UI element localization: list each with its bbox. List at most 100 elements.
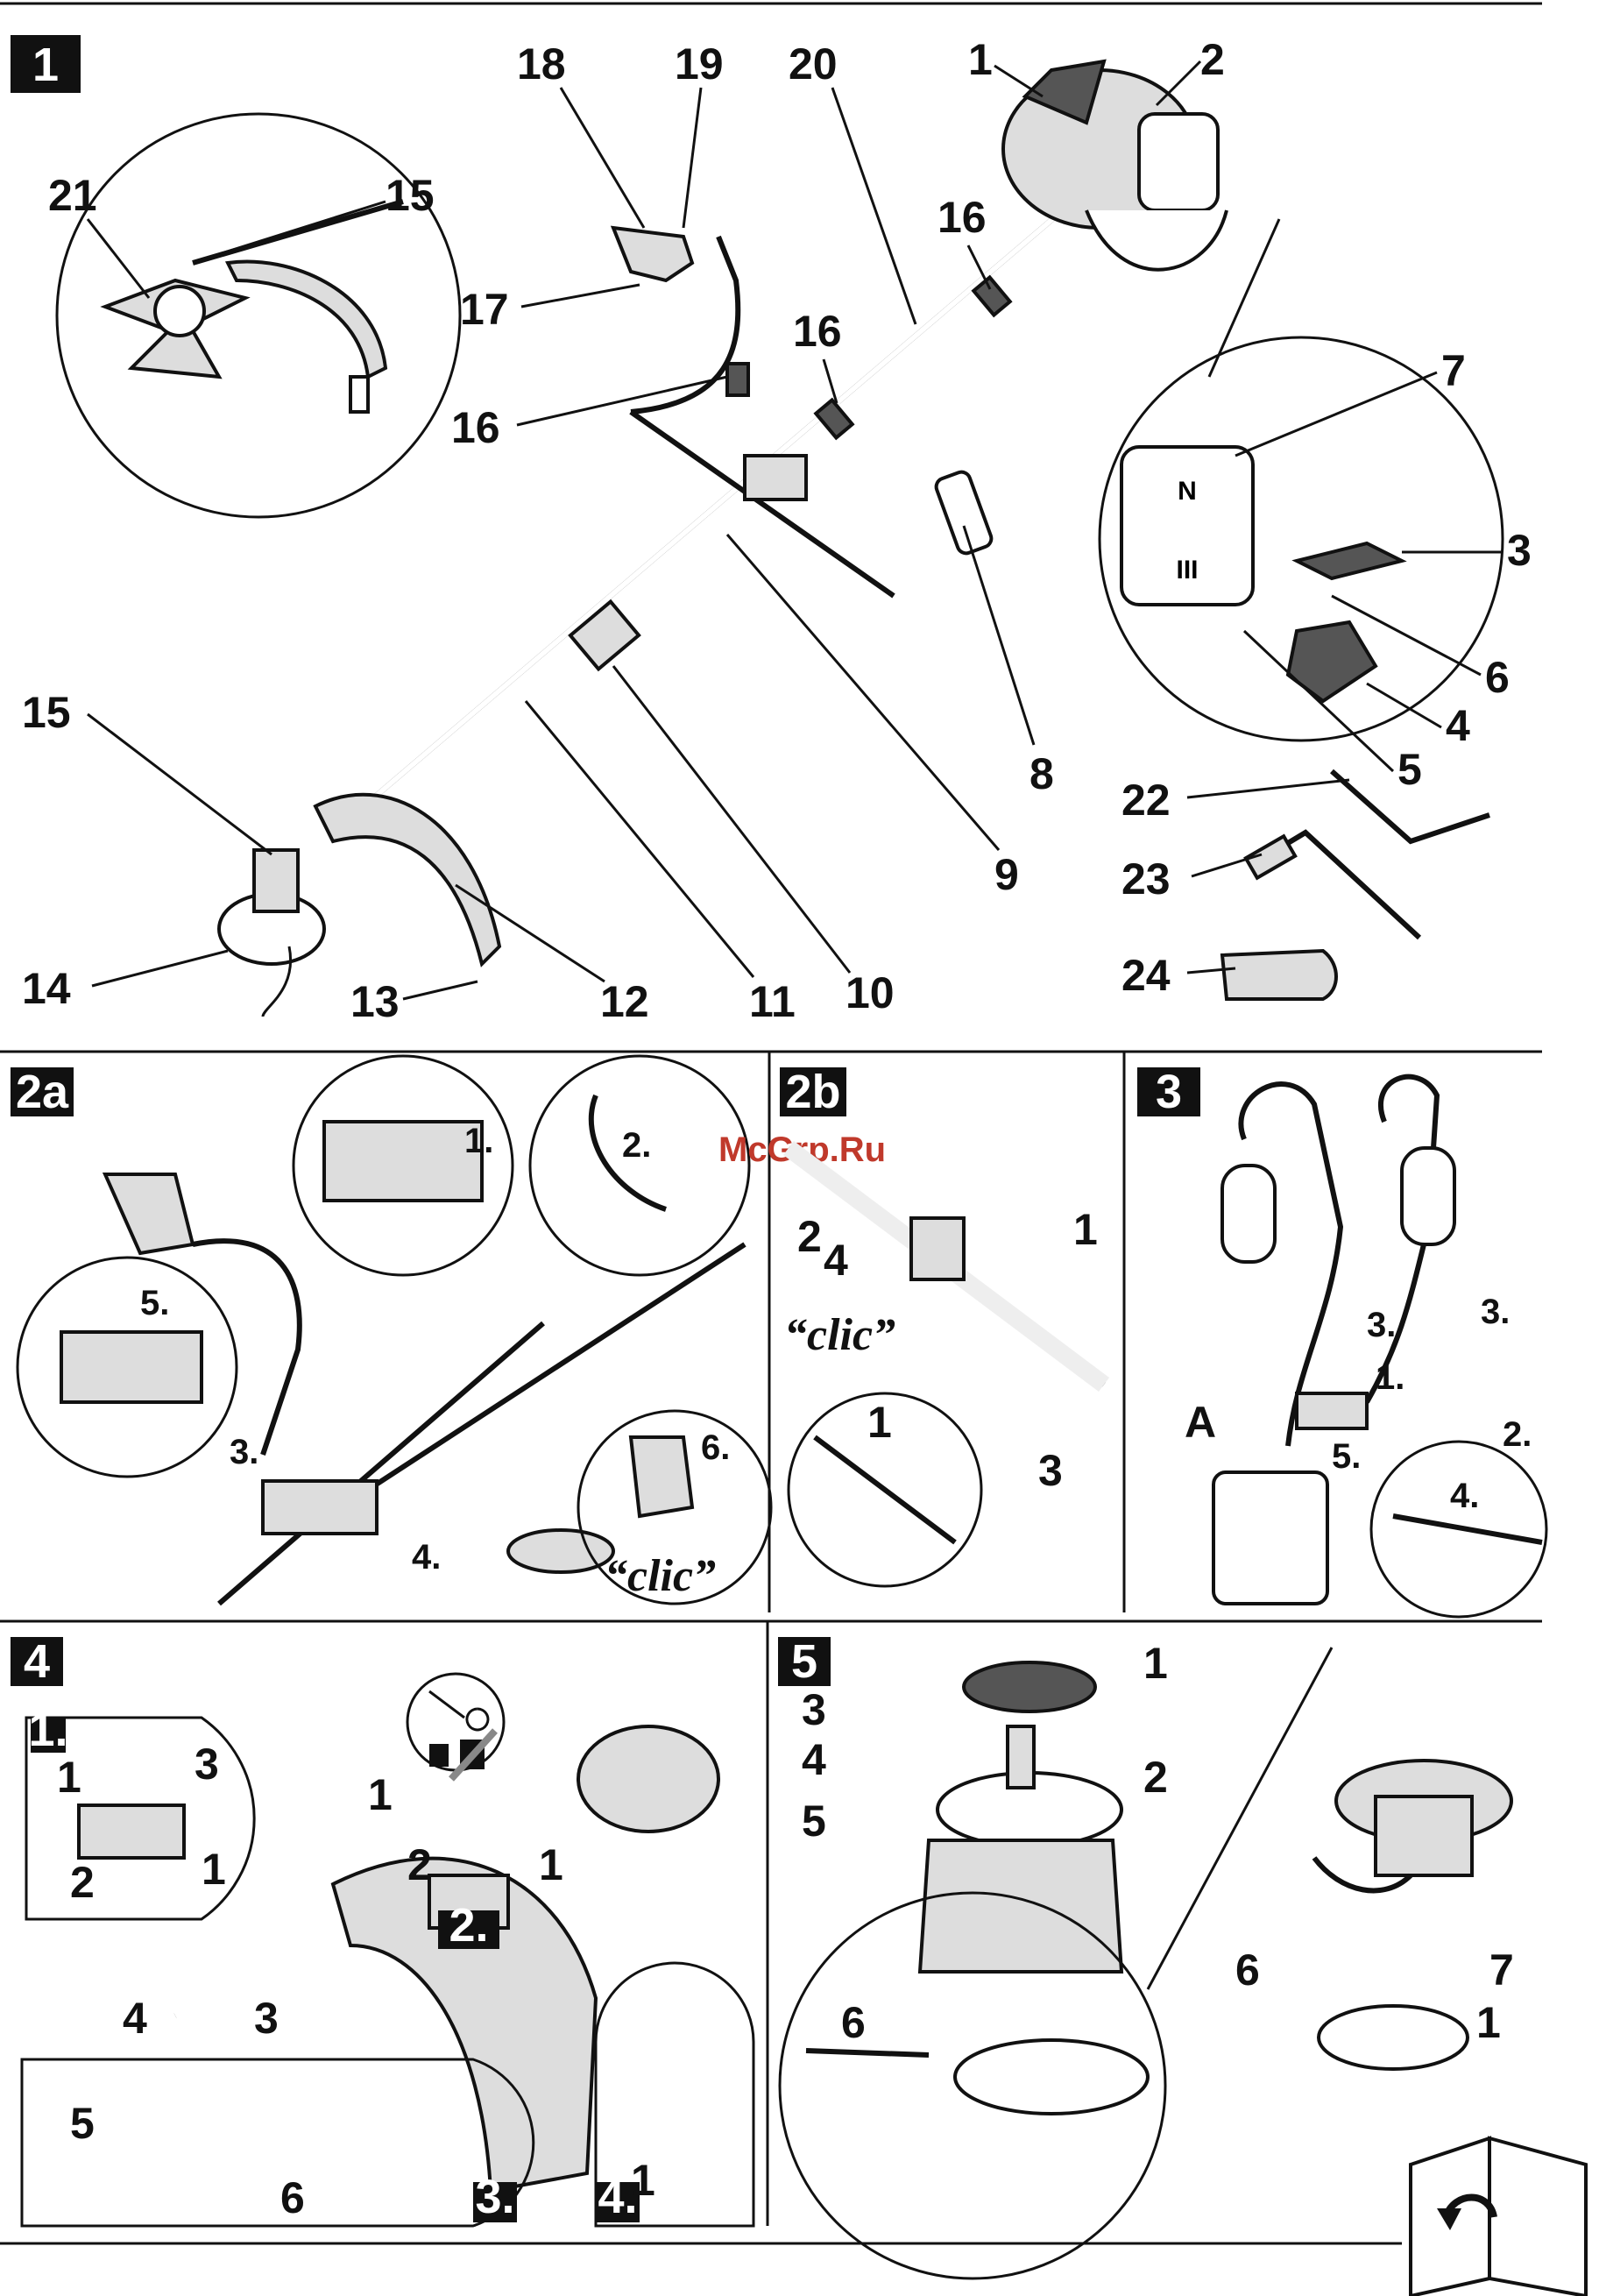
detail-circle-handle-insert (530, 1056, 749, 1275)
callout-7: 7 (1441, 346, 1466, 395)
throttle-handle (613, 228, 692, 280)
gear-box (254, 850, 298, 911)
step-5-3: 5. (1332, 1437, 1361, 1476)
callout-19: 19 (675, 39, 724, 89)
panel-2a-tag-text: 2a (16, 1066, 69, 1118)
spacer-sleeve (1222, 951, 1336, 999)
panel-4: 4 1. 2. 3. 4. 1 1 1 1 (11, 1635, 754, 2226)
step-1-4-text: 1. (28, 1704, 67, 1756)
callout-2-4b: 2 (407, 1840, 432, 1889)
callout-1-4e: 1 (631, 2156, 655, 2205)
callout-4-4: 4 (123, 1994, 147, 2043)
step-3-left: 3. (1367, 1306, 1396, 1344)
callout-15: 15 (22, 688, 71, 737)
callout-9: 9 (994, 850, 1019, 899)
callout-6-5a: 6 (841, 1998, 866, 2047)
cable-clip-2a (631, 1437, 692, 1516)
step-3-right: 3. (1481, 1293, 1510, 1331)
callout-24: 24 (1121, 951, 1171, 1000)
panel-3-tag-text: 3 (1156, 1066, 1182, 1118)
lock-rod (806, 2051, 929, 2055)
trimmer-head-body (1376, 1796, 1472, 1875)
coupling-2b (911, 1218, 964, 1279)
shaft-hook-detail (1393, 1516, 1542, 1542)
clamp-detail-4 (79, 1805, 184, 1858)
callout-13: 13 (350, 977, 400, 1026)
callout-12: 12 (600, 977, 649, 1026)
callout-6: 6 (1485, 653, 1510, 702)
callout-20: 20 (789, 39, 838, 89)
diagonal-separator (1148, 1648, 1332, 1989)
callout-3-2b: 3 (1038, 1446, 1063, 1495)
callout-3-4a: 3 (195, 1740, 219, 1789)
choke-marking-upper: N (1178, 477, 1197, 506)
callout-16-mid: 16 (793, 307, 842, 356)
panel-3: 3 3. 3. 1. 2. 4. 5. A (1137, 1066, 1546, 1617)
callout-22: 22 (1121, 776, 1171, 825)
panel-2b: 2b McGrp.Ru 1 2 3 4 1 “clic” (718, 1066, 1104, 1586)
panel-1-callouts: 1 2 3 4 5 6 7 8 9 10 11 12 13 1 (22, 35, 1532, 1026)
handle-bar-2a (193, 1241, 300, 1455)
handle-bar-left (631, 412, 894, 596)
callout-6-4: 6 (280, 2173, 305, 2222)
callout-1-2b: 1 (1073, 1205, 1098, 1254)
label-a: A (1185, 1398, 1216, 1447)
clic-label-2b: “clic” (784, 1310, 895, 1360)
clamp-open (324, 1122, 482, 1201)
callout-6-5b: 6 (1235, 1945, 1260, 1995)
callout-5-4: 5 (70, 2099, 95, 2148)
hip-pad (1213, 1472, 1327, 1604)
choke-marking-lower: III (1176, 556, 1198, 585)
step-3-2a: 3. (230, 1433, 258, 1471)
plate-detail (955, 2040, 1148, 2114)
throttle-handle-2a (105, 1174, 193, 1253)
callout-16-top: 16 (937, 193, 987, 242)
panel-2b-tag-text: 2b (785, 1066, 840, 1118)
step-3-4-text: 3. (475, 2171, 514, 2223)
guard-detail (228, 262, 386, 378)
callout-7-5: 7 (1489, 1945, 1514, 1995)
crossed-weight-icon (451, 1731, 495, 1779)
callout-1-4a: 1 (57, 1753, 81, 1802)
drive-shaft-bolt (1008, 1726, 1034, 1788)
left-grip (934, 470, 994, 556)
callout-3: 3 (1507, 526, 1532, 575)
carburetor-leader (1209, 219, 1279, 377)
book-page-turn-icon (1411, 2138, 1586, 2296)
callout-1-5a: 1 (1143, 1639, 1168, 1688)
step-1-2a: 1. (464, 1122, 493, 1160)
callout-1-2b-detail: 1 (867, 1398, 892, 1447)
callout-5: 5 (1397, 745, 1422, 794)
callout-16-left: 16 (451, 403, 500, 452)
panel-4-tag-text: 4 (24, 1635, 50, 1688)
callout-5-5: 5 (802, 1796, 826, 1846)
clamp-close (61, 1332, 202, 1402)
callout-11: 11 (749, 977, 796, 1026)
protective-guard (315, 795, 499, 964)
callout-14: 14 (22, 964, 71, 1013)
callout-21: 21 (48, 171, 97, 220)
detail-strip-3-4 (22, 2059, 534, 2226)
callout-18: 18 (517, 39, 566, 89)
callout-4: 4 (1446, 701, 1470, 750)
callout-2-4a: 2 (70, 1858, 95, 1907)
shaft-detail-2b (815, 1437, 955, 1542)
panel-1: 1 N III (11, 35, 1532, 1026)
air-filter-cover (1139, 114, 1218, 210)
primer-lever (1297, 543, 1402, 578)
panel-5: 5 1 1 2 3 4 5 6 6 7 (778, 1635, 1514, 2278)
handle-right-2a (368, 1244, 745, 1490)
clic-label-2a: “clic” (605, 1551, 716, 1601)
cable-clip-16c (727, 364, 748, 395)
clamp-base-2a (263, 1481, 377, 1534)
callout-1-4c: 1 (368, 1770, 393, 1819)
gearbox-housing (920, 1840, 1121, 1972)
step-4-2a: 4. (412, 1538, 441, 1577)
callout-1-4d: 1 (539, 1840, 563, 1889)
callout-3-4b: 3 (254, 1994, 279, 2043)
panel-5-tag-text: 5 (791, 1635, 817, 1688)
fuel-cap (1288, 622, 1376, 701)
step-5-2a: 5. (140, 1284, 169, 1322)
callout-1-4b: 1 (202, 1845, 226, 1894)
